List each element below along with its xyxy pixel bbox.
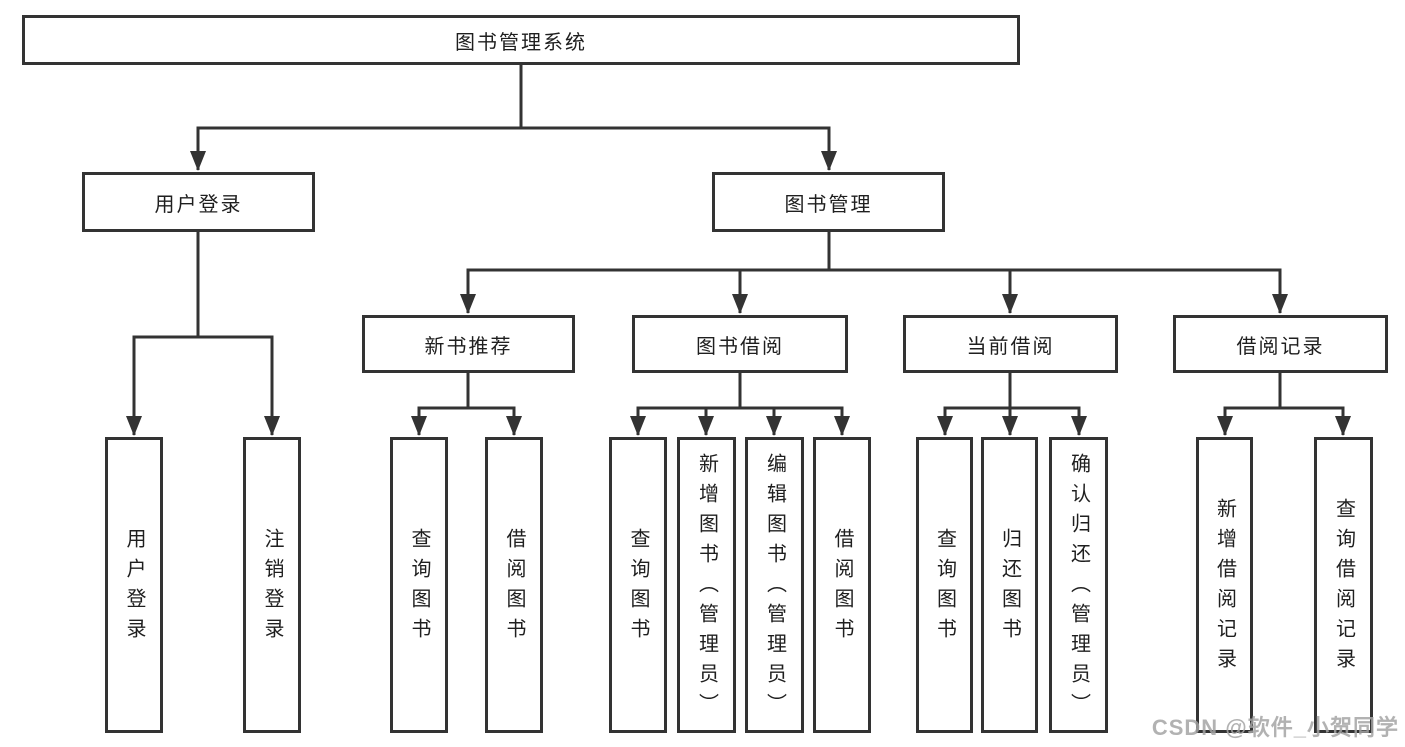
leaf-logout: 注销登录 — [243, 437, 301, 733]
node-book-management: 图书管理 — [712, 172, 945, 232]
node-new-book-recommend: 新书推荐 — [362, 315, 575, 373]
node-user-login: 用户登录 — [82, 172, 315, 232]
leaf-add-borrow-record: 新增借阅记录 — [1196, 437, 1253, 733]
leaf-edit-books-admin: 编辑图书（管理员） — [745, 437, 804, 733]
node-current-borrow: 当前借阅 — [903, 315, 1118, 373]
leaf-confirm-return-admin: 确认归还（管理员） — [1049, 437, 1108, 733]
node-book-borrow: 图书借阅 — [632, 315, 848, 373]
leaf-borrow-books-2: 借阅图书 — [813, 437, 871, 733]
leaf-user-login: 用户登录 — [105, 437, 163, 733]
node-library-management-system: 图书管理系统 — [22, 15, 1020, 65]
node-borrow-records: 借阅记录 — [1173, 315, 1388, 373]
leaf-return-books: 归还图书 — [981, 437, 1038, 733]
leaf-query-books-2: 查询图书 — [609, 437, 667, 733]
csdn-watermark: CSDN @软件_小贺同学 — [1151, 715, 1399, 740]
leaf-borrow-books-1: 借阅图书 — [485, 437, 543, 733]
leaf-query-borrow-record: 查询借阅记录 — [1314, 437, 1373, 733]
leaf-add-books-admin: 新增图书（管理员） — [677, 437, 736, 733]
leaf-query-books-1: 查询图书 — [390, 437, 448, 733]
leaf-query-books-3: 查询图书 — [916, 437, 973, 733]
